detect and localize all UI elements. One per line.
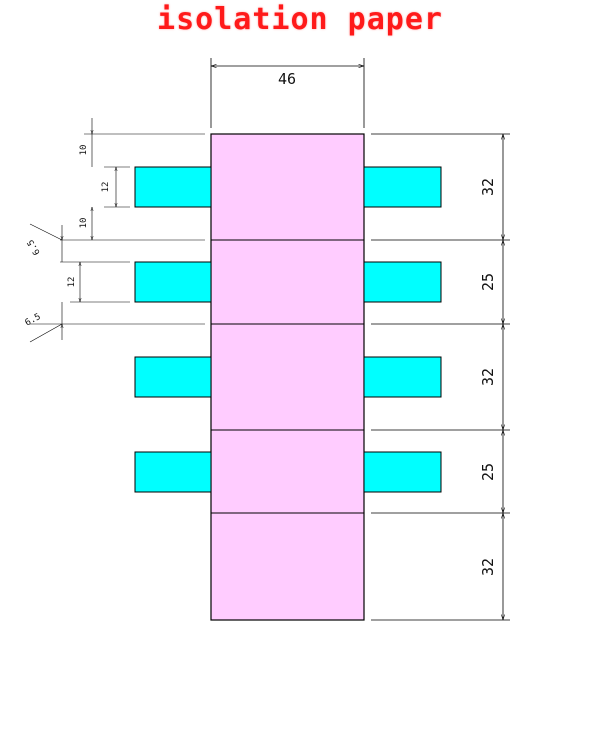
segment-dividers [211,239,364,514]
right-extension-lines [371,133,510,621]
tab-right-1 [363,166,442,208]
left-dimension-lines [29,118,116,343]
tab-height-2-label: 12 [67,277,77,288]
diagram-title: isolation paper [157,2,443,37]
segment-label-4: 25 [479,463,497,481]
segment-label-1: 32 [479,178,497,196]
top-margin-label: 10 [79,145,89,156]
tab-right-3 [363,356,442,398]
lower-margin-label: 10 [79,218,89,229]
width-label: 46 [278,70,296,88]
segment-label-2: 25 [479,273,497,291]
tab-height-label: 12 [101,182,111,193]
segment-label-3: 32 [479,368,497,386]
gap-b-label: 6.5 [24,312,43,328]
tab-left-2 [134,261,212,303]
segment-label-5: 32 [479,558,497,576]
tab-left-4 [134,451,212,493]
tab-left-1 [134,166,212,208]
width-dimension [210,58,365,128]
tab-left-3 [134,356,212,398]
tabs [134,166,442,493]
gap-a-label: 6.5 [26,237,43,256]
tab-right-2 [363,261,442,303]
tab-right-4 [363,451,442,493]
left-extension-lines [30,133,205,325]
paper-strip [210,133,365,621]
